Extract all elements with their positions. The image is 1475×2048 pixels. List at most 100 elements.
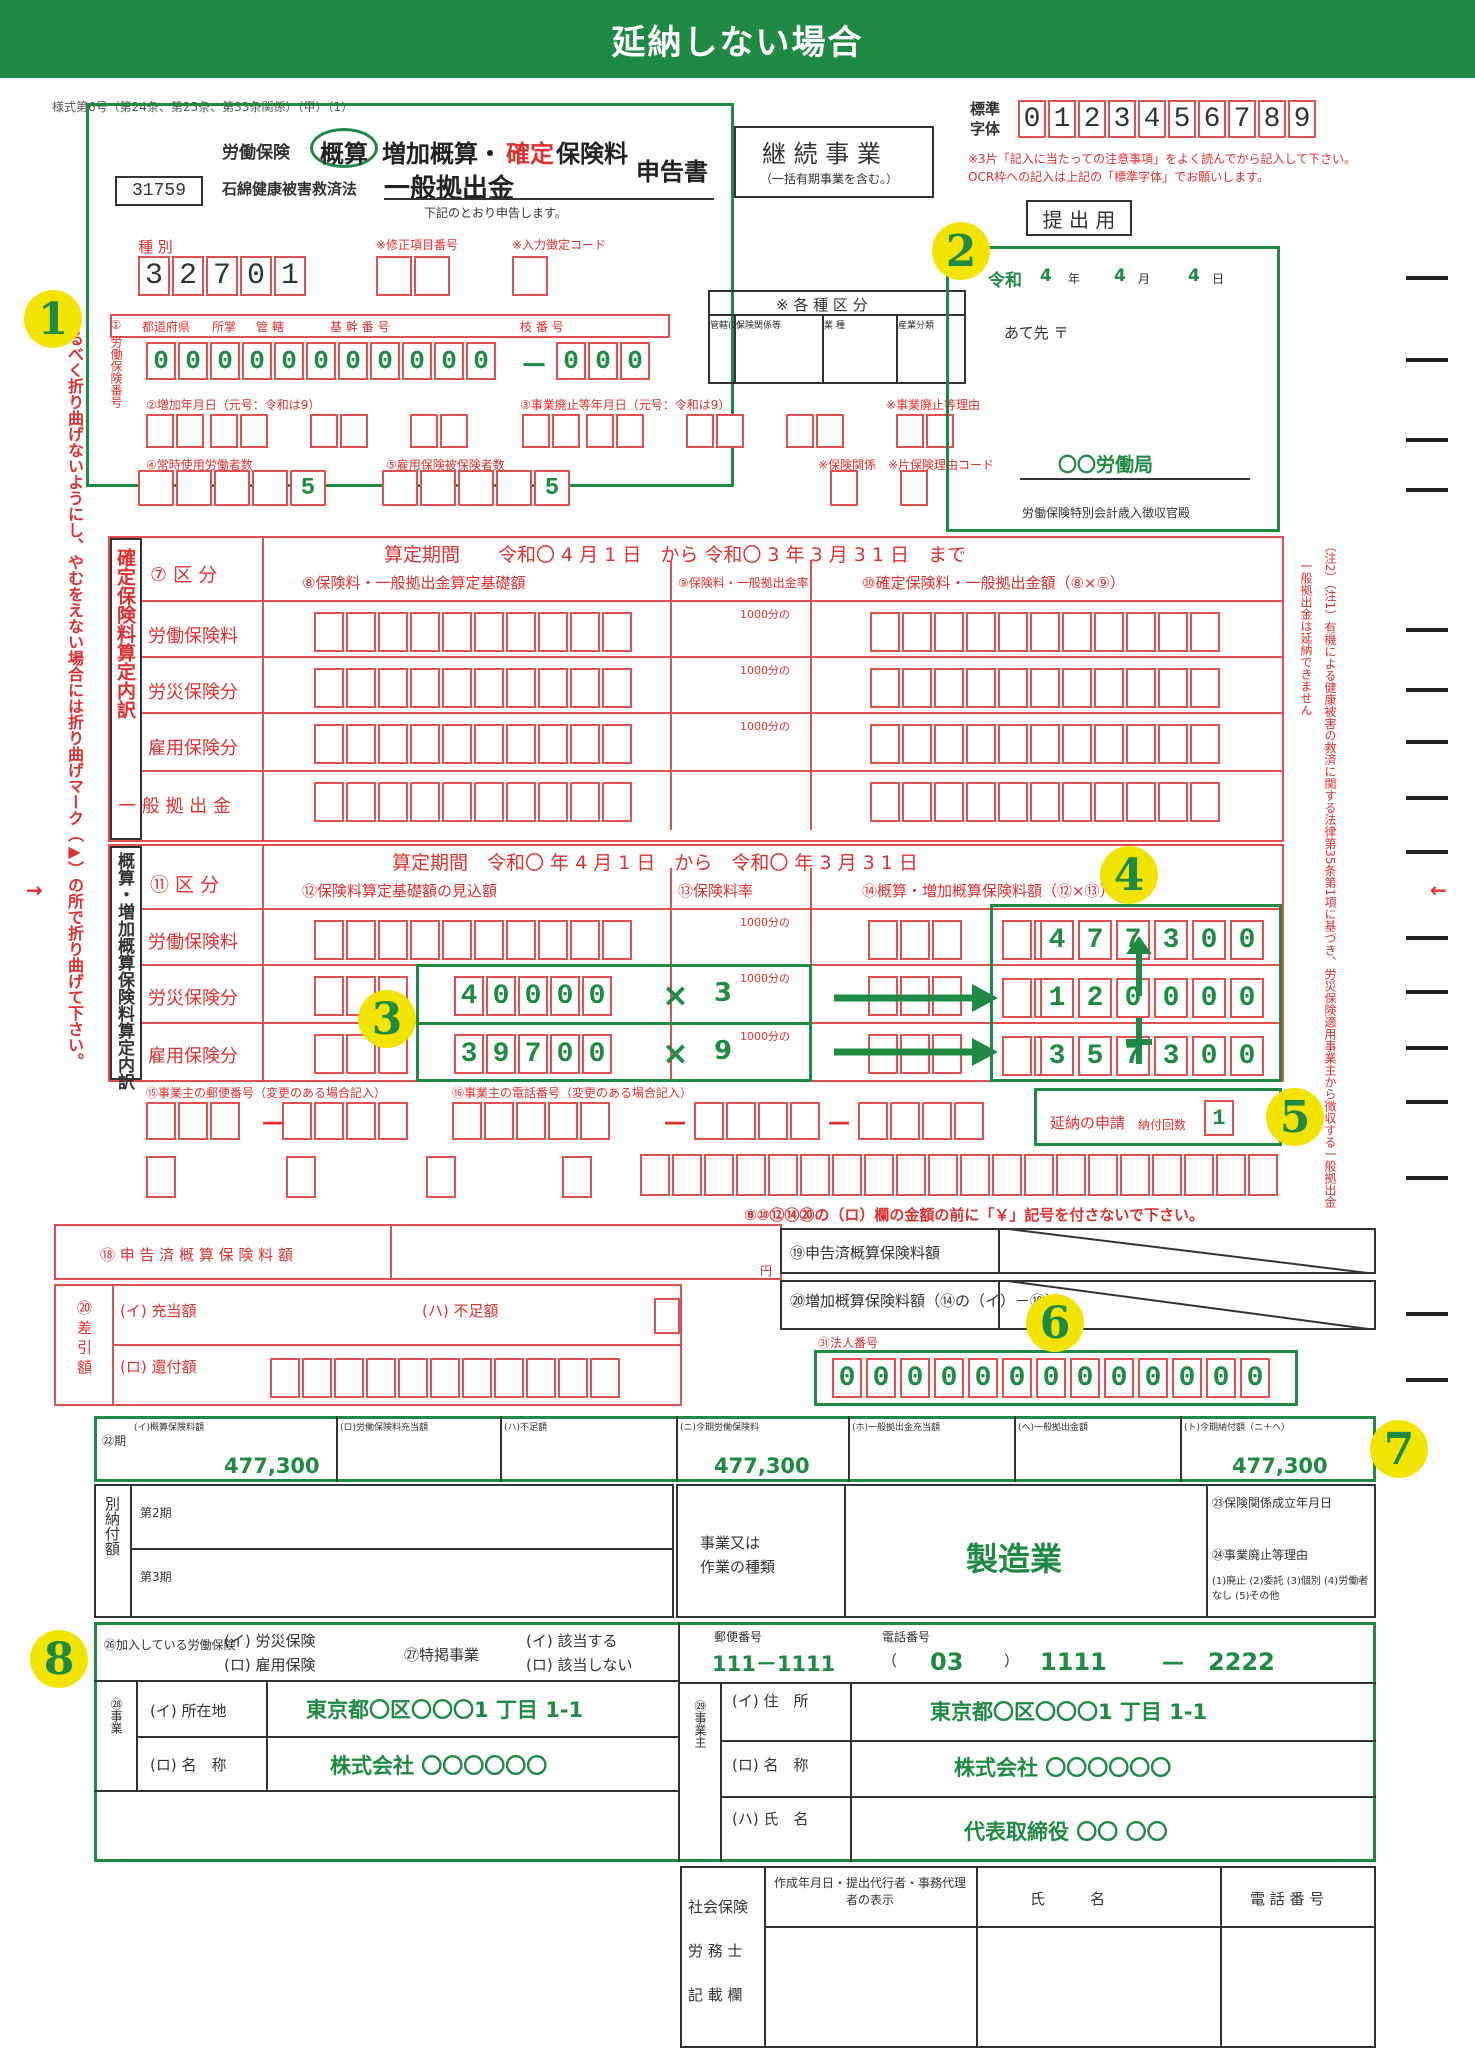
tel-b-2[interactable] — [758, 1102, 788, 1140]
standard-digit-9[interactable]: 9 — [1288, 100, 1316, 138]
misc-cell-16[interactable] — [1152, 1154, 1182, 1196]
workers-cell-0[interactable] — [138, 470, 174, 506]
confirmed-base-0-4[interactable] — [442, 612, 472, 652]
amount-0-5[interactable]: 0 — [1230, 920, 1264, 960]
insno-digit-5[interactable]: 0 — [306, 342, 336, 380]
insno-branch-0[interactable]: 0 — [556, 342, 586, 380]
diff-choice-cell[interactable] — [654, 1298, 680, 1334]
confirmed-amt-1-9[interactable] — [1158, 668, 1188, 708]
confirmed-amt-2-1[interactable] — [902, 724, 932, 764]
confirmed-amt-0-8[interactable] — [1126, 612, 1156, 652]
confirmed-amt-2-8[interactable] — [1126, 724, 1156, 764]
amount-2-4[interactable]: 0 — [1192, 1036, 1226, 1076]
confirmed-amt-1-1[interactable] — [902, 668, 932, 708]
confirmed-amt-0-4[interactable] — [998, 612, 1028, 652]
confirmed-amt-2-6[interactable] — [1062, 724, 1092, 764]
refund-cell-7[interactable] — [494, 1358, 524, 1398]
amount-blank-0-0[interactable] — [1002, 920, 1032, 960]
input-code-cell[interactable] — [512, 256, 548, 296]
misc-cell-9[interactable] — [928, 1154, 958, 1196]
amount-2-0[interactable]: 3 — [1040, 1036, 1074, 1076]
koyo-base-3[interactable]: 0 — [550, 1034, 580, 1074]
insno-digit-4[interactable]: 0 — [274, 342, 304, 380]
workers-cell-4[interactable]: 5 — [290, 470, 326, 506]
tel-a-3[interactable] — [548, 1102, 578, 1140]
standard-digit-6[interactable]: 6 — [1198, 100, 1226, 138]
confirmed-base-2-1[interactable] — [346, 724, 376, 764]
kind-digit-3[interactable]: 0 — [240, 256, 272, 296]
tel-c-0[interactable] — [858, 1102, 888, 1140]
confirmed-base-2-2[interactable] — [378, 724, 408, 764]
confirmed-amt-3-7[interactable] — [1094, 782, 1124, 822]
corp-digit-3[interactable]: 0 — [934, 1358, 964, 1398]
confirmed-base-1-4[interactable] — [442, 668, 472, 708]
confirmed-base-3-5[interactable] — [474, 782, 504, 822]
amount-blank-2-0[interactable] — [1002, 1036, 1032, 1076]
misc-cell-13[interactable] — [1056, 1154, 1086, 1196]
date-cell-6-0[interactable] — [686, 414, 714, 448]
confirmed-amt-3-8[interactable] — [1126, 782, 1156, 822]
refund-cell-10[interactable] — [590, 1358, 620, 1398]
confirmed-base-2-7[interactable] — [538, 724, 568, 764]
misc-cell-11[interactable] — [992, 1154, 1022, 1196]
confirmed-base-3-0[interactable] — [314, 782, 344, 822]
workers-cell-3[interactable] — [252, 470, 288, 506]
amount-0-2[interactable]: 7 — [1116, 920, 1150, 960]
estimate-base-0-5[interactable] — [474, 920, 504, 960]
confirmed-amt-2-9[interactable] — [1158, 724, 1188, 764]
confirmed-base-3-6[interactable] — [506, 782, 536, 822]
fix-cell-2[interactable] — [414, 256, 450, 296]
confirmed-base-0-3[interactable] — [410, 612, 440, 652]
misc-cell-1[interactable] — [672, 1154, 702, 1196]
misc-cell-5[interactable] — [800, 1154, 830, 1196]
misc-cell-3[interactable] — [736, 1154, 766, 1196]
insno-digit-8[interactable]: 0 — [402, 342, 432, 380]
confirmed-base-0-9[interactable] — [602, 612, 632, 652]
confirmed-base-3-1[interactable] — [346, 782, 376, 822]
confirmed-base-2-3[interactable] — [410, 724, 440, 764]
postal-a-2[interactable] — [210, 1102, 240, 1140]
misc-cell-0[interactable] — [640, 1154, 670, 1196]
corp-digit-2[interactable]: 0 — [900, 1358, 930, 1398]
employees-cell-1[interactable] — [420, 470, 456, 506]
refund-cell-4[interactable] — [398, 1358, 428, 1398]
confirmed-base-1-5[interactable] — [474, 668, 504, 708]
estimate-amt-pre-0-1[interactable] — [900, 920, 930, 960]
confirmed-amt-3-0[interactable] — [870, 782, 900, 822]
postal-b-2[interactable] — [346, 1102, 376, 1140]
confirmed-base-1-0[interactable] — [314, 668, 344, 708]
estimate-base-0-3[interactable] — [410, 920, 440, 960]
confirmed-base-0-2[interactable] — [378, 612, 408, 652]
koyo-base-2[interactable]: 7 — [518, 1034, 548, 1074]
workers-cell-1[interactable] — [176, 470, 212, 506]
estimate-base-0-4[interactable] — [442, 920, 472, 960]
refund-cell-3[interactable] — [366, 1358, 396, 1398]
koyo-base-1[interactable]: 9 — [486, 1034, 516, 1074]
confirmed-amt-0-10[interactable] — [1190, 612, 1220, 652]
rosai-base-4[interactable]: 0 — [582, 976, 612, 1016]
refund-cell-9[interactable] — [558, 1358, 588, 1398]
confirmed-amt-0-5[interactable] — [1030, 612, 1060, 652]
confirmed-amt-3-6[interactable] — [1062, 782, 1092, 822]
standard-digit-4[interactable]: 4 — [1138, 100, 1166, 138]
misc-cell-15[interactable] — [1120, 1154, 1150, 1196]
confirmed-amt-3-4[interactable] — [998, 782, 1028, 822]
amount-2-5[interactable]: 0 — [1230, 1036, 1264, 1076]
confirmed-amt-2-7[interactable] — [1094, 724, 1124, 764]
date-cell-8-1[interactable] — [926, 414, 954, 448]
confirmed-amt-1-7[interactable] — [1094, 668, 1124, 708]
date-cell-0-0[interactable] — [146, 414, 174, 448]
confirmed-amt-0-3[interactable] — [966, 612, 996, 652]
confirmed-base-3-4[interactable] — [442, 782, 472, 822]
misc-cell-12[interactable] — [1024, 1154, 1054, 1196]
confirmed-amt-3-5[interactable] — [1030, 782, 1060, 822]
estimate-base-1-0[interactable] — [314, 976, 344, 1016]
refund-cell-0[interactable] — [270, 1358, 300, 1398]
date-cell-3-0[interactable] — [410, 414, 438, 448]
amount-2-3[interactable]: 3 — [1154, 1036, 1188, 1076]
confirmed-amt-2-10[interactable] — [1190, 724, 1220, 764]
corp-digit-6[interactable]: 0 — [1036, 1358, 1066, 1398]
amount-1-0[interactable]: 1 — [1040, 978, 1074, 1018]
rosai-base-1[interactable]: 0 — [486, 976, 516, 1016]
confirmed-base-1-6[interactable] — [506, 668, 536, 708]
